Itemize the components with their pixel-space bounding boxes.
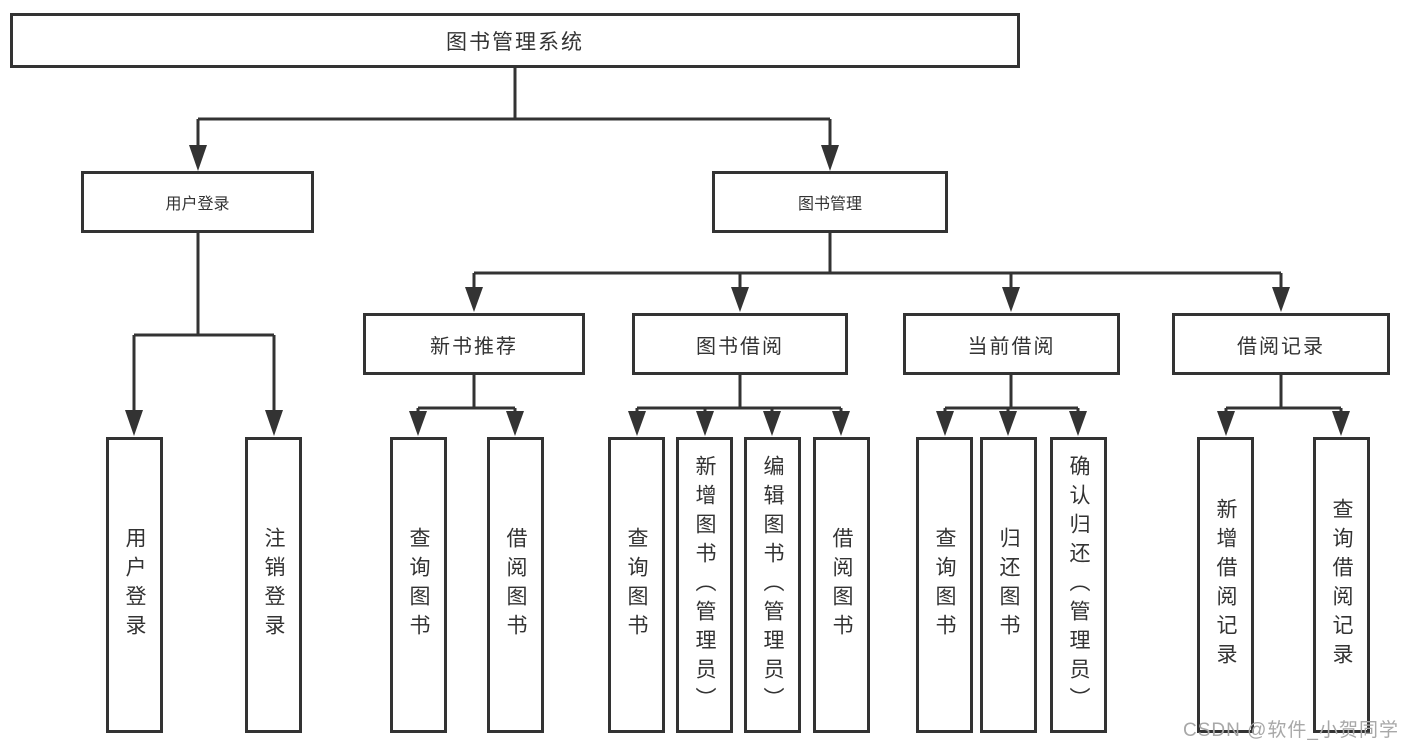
arrow-down-icon	[265, 410, 283, 436]
arrow-down-icon	[189, 145, 207, 171]
node-new-book-recommend: 新书推荐	[363, 313, 585, 375]
connector-root-to-level2	[189, 68, 839, 171]
arrow-down-icon	[628, 411, 646, 436]
node-library-system: 图书管理系统	[10, 13, 1020, 68]
leaf-add-books-admin: 新增图书（管理员）	[676, 437, 733, 733]
leaf-return-books: 归还图书	[980, 437, 1037, 733]
connector-new-book-recommend-children	[409, 375, 524, 436]
leaf-query-borrow-record: 查询借阅记录	[1313, 437, 1370, 733]
arrow-down-icon	[1332, 411, 1350, 436]
arrow-down-icon	[409, 411, 427, 436]
connector-current-borrowing-children	[936, 375, 1087, 436]
node-current-borrowing: 当前借阅	[903, 313, 1120, 375]
node-user-login: 用户登录	[81, 171, 314, 233]
leaf-confirm-return-admin: 确认归还（管理员）	[1050, 437, 1107, 733]
arrow-down-icon	[465, 287, 483, 312]
leaf-query-books-recommend: 查询图书	[390, 437, 447, 733]
connector-book-borrowing-children	[628, 375, 850, 436]
node-borrowing-records: 借阅记录	[1172, 313, 1390, 375]
connector-book-management-children	[465, 233, 1290, 312]
arrow-down-icon	[125, 410, 143, 436]
arrow-down-icon	[1272, 287, 1290, 312]
leaf-borrow-books: 借阅图书	[813, 437, 870, 733]
arrow-down-icon	[1217, 411, 1235, 436]
leaf-logout: 注销登录	[245, 437, 302, 733]
arrow-down-icon	[832, 411, 850, 436]
arrow-down-icon	[936, 411, 954, 436]
arrow-down-icon	[999, 411, 1017, 436]
leaf-edit-books-admin: 编辑图书（管理员）	[744, 437, 801, 733]
connector-user-login-children	[125, 233, 283, 436]
arrow-down-icon	[821, 145, 839, 171]
arrow-down-icon	[506, 411, 524, 436]
leaf-query-books-borrowing: 查询图书	[608, 437, 665, 733]
arrow-down-icon	[1069, 411, 1087, 436]
node-book-management: 图书管理	[712, 171, 948, 233]
arrow-down-icon	[763, 411, 781, 436]
leaf-user-login: 用户登录	[106, 437, 163, 733]
arrow-down-icon	[696, 411, 714, 436]
leaf-add-borrow-record: 新增借阅记录	[1197, 437, 1254, 733]
arrow-down-icon	[731, 287, 749, 312]
connector-borrowing-records-children	[1217, 375, 1350, 436]
node-book-borrowing: 图书借阅	[632, 313, 848, 375]
arrow-down-icon	[1002, 287, 1020, 312]
leaf-query-books-current: 查询图书	[916, 437, 973, 733]
watermark-csdn: CSDN @软件_小贺同学	[1183, 720, 1399, 741]
leaf-borrow-books-recommend: 借阅图书	[487, 437, 544, 733]
